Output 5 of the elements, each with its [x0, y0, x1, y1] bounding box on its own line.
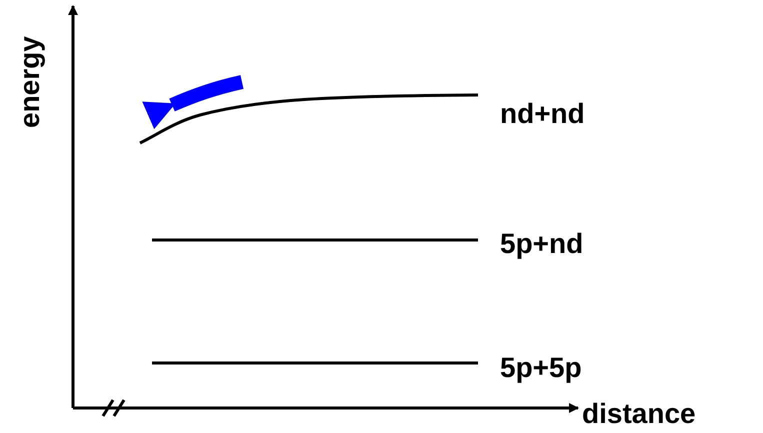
curve-label: 5p+nd [500, 228, 584, 260]
axis-label: energy [14, 36, 46, 128]
axis-label: distance [582, 398, 696, 430]
curve-label: 5p+5p [500, 352, 582, 384]
curve-label: nd+nd [500, 98, 585, 130]
